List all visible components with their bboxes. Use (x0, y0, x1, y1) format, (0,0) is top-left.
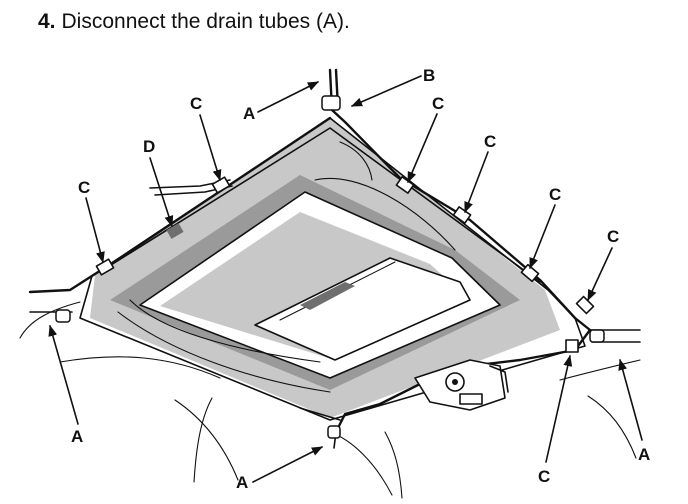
callout-a-top: A (243, 104, 255, 123)
callout-c-4: C (78, 178, 90, 197)
vehicle-body-outline (19, 301, 641, 499)
instruction-step: 4.Disconnect the drain tubes (A). (38, 10, 350, 34)
callout-c-7: C (538, 467, 550, 486)
callout-c-6: C (607, 227, 619, 246)
callout-a-left: A (71, 427, 83, 446)
tube-ends (55, 95, 605, 439)
callout-c-2: C (432, 94, 444, 113)
callout-labels: A B C C C D C C C A A C A (71, 66, 650, 492)
callout-b: B (423, 66, 435, 85)
callout-a-bottom: A (236, 473, 248, 492)
callout-c-3: C (484, 132, 496, 151)
sunroof-frame (79, 117, 586, 421)
step-number: 4. (38, 10, 56, 33)
callout-d: D (143, 137, 155, 156)
sunroof-motor (414, 359, 509, 411)
leader-arrows (48, 75, 643, 483)
callout-c-1: C (190, 94, 202, 113)
callout-c-5: C (549, 185, 561, 204)
step-text: Disconnect the drain tubes (A). (61, 10, 350, 33)
callout-a-right: A (638, 445, 650, 464)
